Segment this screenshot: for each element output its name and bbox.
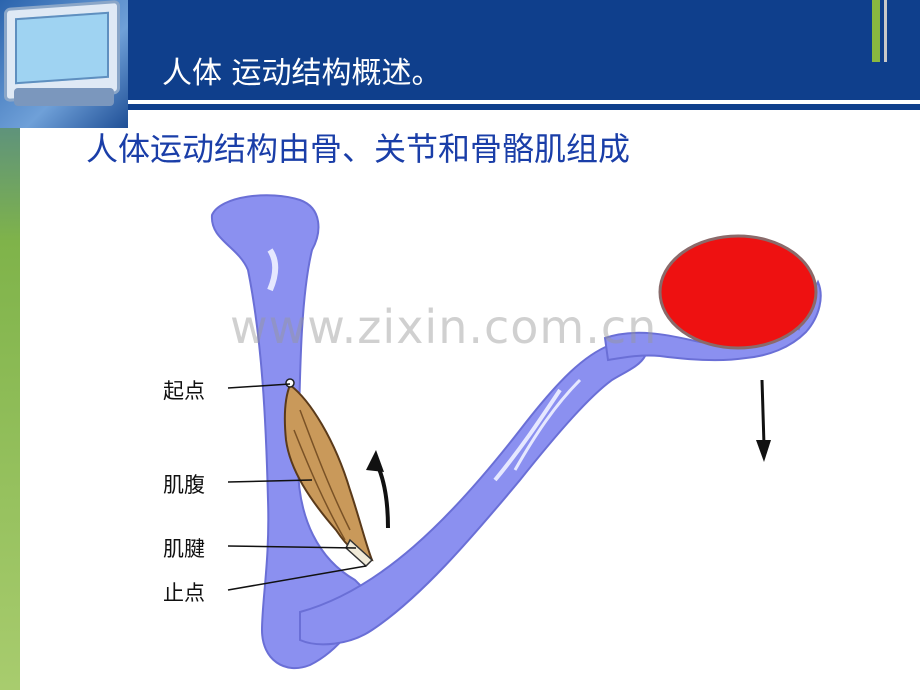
slide-title: 人体 运动结构概述。 [162,56,442,91]
left-gradient-bar [0,0,20,690]
header-divider-dark [128,104,920,110]
contraction-arrow [374,461,390,529]
label-belly: 肌腹 [163,473,205,497]
label-tendon: 肌腱 [163,537,205,561]
header-divider [128,100,920,104]
accent-bar-green [872,0,880,62]
label-insertion: 止点 [163,581,205,605]
forearm-bone [299,342,647,646]
header-logo-block [0,0,128,128]
ball [658,234,818,350]
watermark: www.zixin.com.cn [230,300,658,354]
origin-point [285,378,295,388]
header-band [128,0,920,100]
monitor-base [14,88,114,106]
accent-bar-gray [884,0,887,62]
slide-subtitle: 人体运动结构由骨、关节和骨骼肌组成 [86,130,631,168]
gravity-arrow [760,379,766,446]
label-origin: 起点 [163,379,205,403]
